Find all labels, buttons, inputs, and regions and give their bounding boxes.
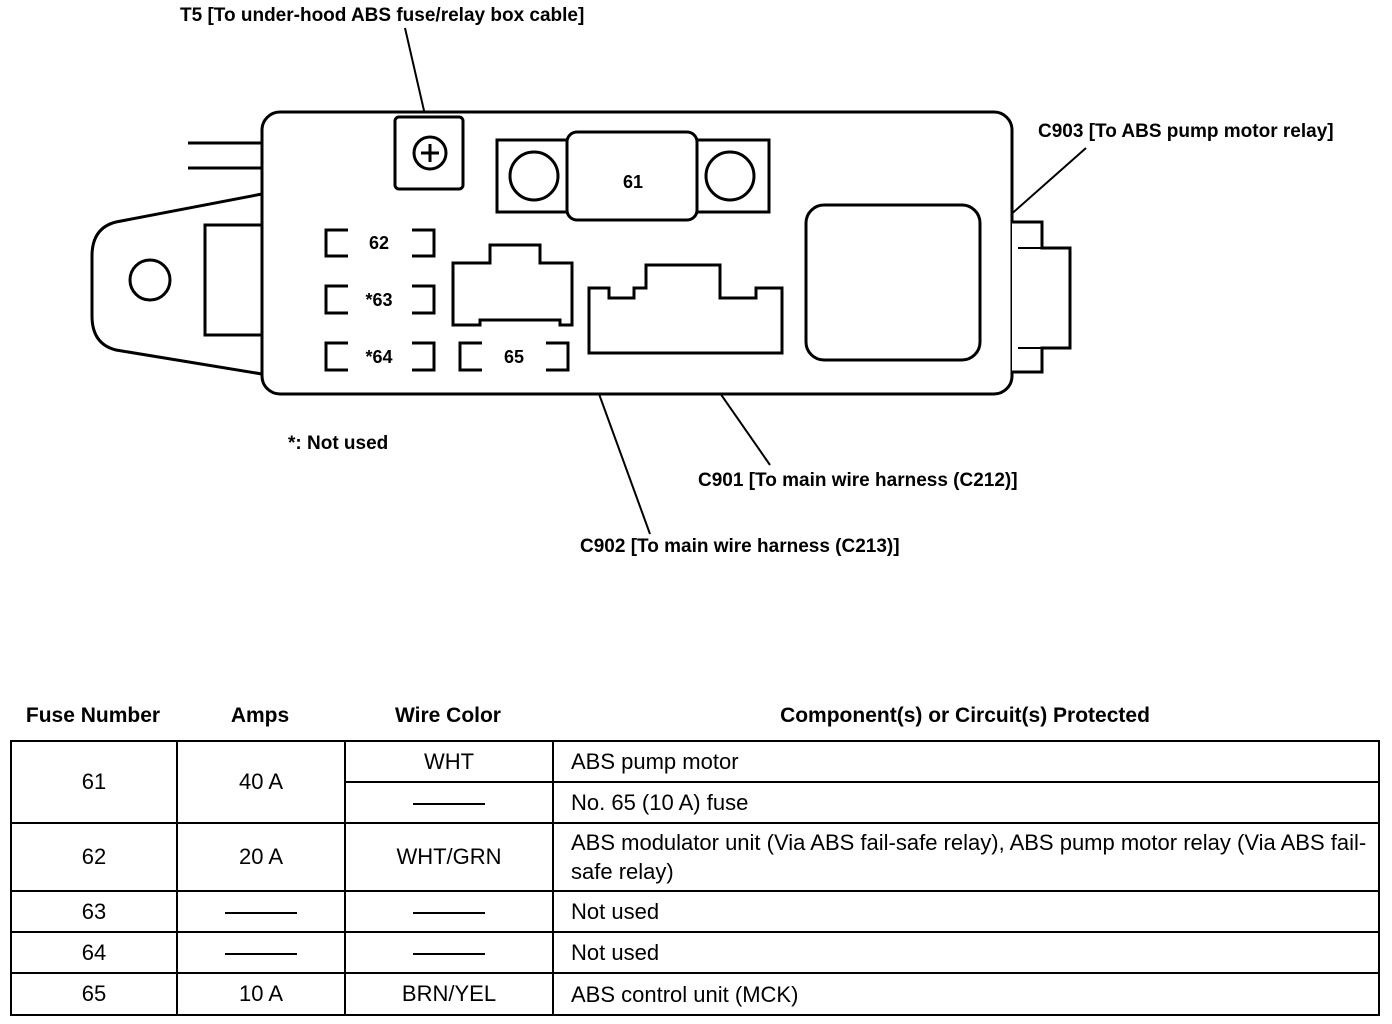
amps-cell bbox=[176, 890, 346, 933]
amps-cell: 20 A bbox=[176, 822, 346, 892]
amps-cell bbox=[176, 931, 346, 974]
connector-c903 bbox=[804, 203, 982, 362]
wire-color-cell bbox=[344, 781, 554, 824]
amps-cell: 40 A bbox=[176, 740, 346, 824]
box-side-block bbox=[203, 223, 264, 337]
header-component: Component(s) or Circuit(s) Protected bbox=[780, 704, 1150, 727]
component-cell: No. 65 (10 A) fuse bbox=[552, 781, 1380, 824]
callout-c901: C901 [To main wire harness (C212)] bbox=[698, 470, 1018, 491]
component-cell: Not used bbox=[552, 890, 1380, 933]
amps-cell: 10 A bbox=[176, 972, 346, 1016]
callout-t5: T5 [To under-hood ABS fuse/relay box cab… bbox=[180, 5, 584, 26]
fuse-box-diagram: T5 [To under-hood ABS fuse/relay box cab… bbox=[90, 5, 1334, 557]
fuse-64: *64 bbox=[324, 341, 436, 372]
callout-c903: C903 [To ABS pump motor relay] bbox=[1038, 121, 1334, 142]
component-cell: ABS control unit (MCK) bbox=[552, 972, 1380, 1016]
none-dash bbox=[225, 911, 297, 914]
none-dash bbox=[413, 911, 485, 914]
fuse-table: 61 40 A WHT ABS pump motor No. 65 (10 A)… bbox=[10, 740, 1380, 1016]
table-row: 62 20 A WHT/GRN ABS modulator unit (Via … bbox=[10, 822, 1380, 892]
fuse-65-label: 65 bbox=[504, 347, 524, 367]
none-dash bbox=[225, 952, 297, 955]
fuse-number-cell: 65 bbox=[10, 972, 178, 1016]
fuse-number-cell: 61 bbox=[10, 740, 178, 824]
fuse-number-cell: 63 bbox=[10, 890, 178, 933]
wire-color-cell bbox=[344, 890, 554, 933]
header-amps: Amps bbox=[230, 704, 290, 727]
table-row: 64 Not used bbox=[10, 931, 1380, 974]
connector-c902 bbox=[451, 243, 574, 327]
header-fuse-number: Fuse Number bbox=[25, 704, 161, 727]
fuse-62: 62 bbox=[324, 228, 436, 258]
callout-c902: C902 [To main wire harness (C213)] bbox=[580, 536, 900, 557]
table-row: 65 10 A BRN/YEL ABS control unit (MCK) bbox=[10, 972, 1380, 1016]
wire-color-cell bbox=[344, 931, 554, 974]
fuse-63-label: *63 bbox=[365, 290, 392, 310]
fuse-number-cell: 64 bbox=[10, 931, 178, 974]
component-cell: ABS pump motor bbox=[552, 740, 1380, 783]
mounting-hole bbox=[128, 258, 172, 302]
fuse-62-label: 62 bbox=[369, 233, 389, 253]
table-row: 63 Not used bbox=[10, 890, 1380, 933]
fuse-number-cell: 62 bbox=[10, 822, 178, 892]
connector-c901 bbox=[587, 263, 784, 355]
fuse-61-label: 61 bbox=[623, 172, 643, 192]
wire-color-cell: BRN/YEL bbox=[344, 972, 554, 1016]
table-row: No. 65 (10 A) fuse bbox=[11, 781, 1380, 824]
header-wire-color: Wire Color bbox=[395, 704, 501, 727]
right-connector bbox=[1012, 220, 1072, 374]
fuse-65: 65 bbox=[458, 341, 570, 372]
none-dash bbox=[413, 952, 485, 955]
wire-color-cell: WHT/GRN bbox=[344, 822, 554, 892]
fuse-61: 61 bbox=[495, 130, 771, 222]
none-dash bbox=[413, 802, 485, 805]
not-used-note: *: Not used bbox=[288, 433, 388, 454]
component-cell: ABS modulator unit (Via ABS fail-safe re… bbox=[552, 822, 1380, 892]
table-row: 61 40 A WHT ABS pump motor bbox=[10, 740, 1380, 824]
wire-color-cell: WHT bbox=[344, 740, 554, 783]
component-cell: Not used bbox=[552, 931, 1380, 974]
fuse-63: *63 bbox=[324, 284, 436, 315]
fuse-64-label: *64 bbox=[365, 347, 392, 367]
